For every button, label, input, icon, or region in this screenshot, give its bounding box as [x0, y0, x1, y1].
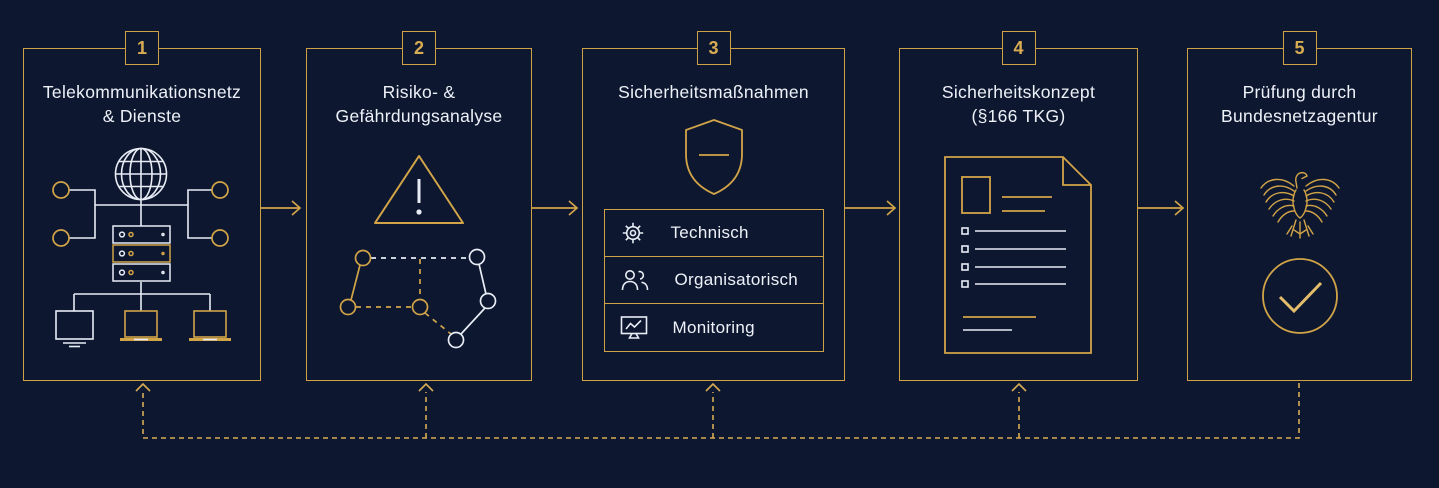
step-number-badge: 5	[1282, 31, 1317, 65]
check-circle-icon	[1261, 258, 1338, 334]
step-number: 1	[136, 37, 147, 58]
step-number: 2	[413, 37, 424, 58]
step-number: 4	[1013, 37, 1024, 58]
step-number: 3	[708, 37, 719, 58]
step-number-badge: 4	[1001, 31, 1036, 65]
step-box-2: 2 Risiko- & Gefährdungsanalyse	[306, 31, 532, 381]
feedback-arrowhead-icon	[135, 382, 1027, 392]
step-title: Prüfung durch Bundesnetzagentur	[1221, 82, 1378, 126]
step-title: Risiko- & Gefährdungsanalyse	[335, 82, 503, 126]
telecom-network-icon	[52, 147, 231, 348]
federal-eagle-icon	[1259, 171, 1340, 239]
list-item-organisatorisch: Organisatorisch	[604, 257, 823, 304]
monitor-chart-icon	[620, 316, 647, 339]
step-box-5: 5 Prüfung durch Bundesnetzagentur	[1187, 31, 1412, 381]
risk-warning-graph-icon	[339, 155, 497, 349]
shield-icon	[684, 119, 743, 195]
step-box-4: 4 Sicherheitskonzept (§166 TKG)	[899, 31, 1138, 381]
step-title: Telekommunikationsnetz & Dienste	[42, 82, 242, 126]
people-icon	[621, 270, 648, 291]
step-box-1: 1 Telekommunikationsnetz & Dienste	[23, 31, 261, 381]
step-number-badge: 2	[402, 31, 436, 65]
document-icon	[943, 156, 1092, 354]
step-box-3: 3 Sicherheitsmaßnahmen Technisch	[582, 31, 845, 381]
forward-arrow-icon	[261, 200, 1185, 216]
step-title: Sicherheitsmaßnahmen	[618, 82, 809, 102]
step-title: Sicherheitskonzept (§166 TKG)	[941, 82, 1096, 126]
step-number: 5	[1294, 37, 1305, 58]
list-item-technisch: Technisch	[604, 210, 823, 257]
list-item-label: Organisatorisch	[674, 270, 799, 289]
gear-icon	[622, 222, 643, 244]
feedback-dashed-path	[142, 383, 1300, 439]
list-item-label: Monitoring	[672, 317, 755, 337]
list-item-label: Technisch	[670, 223, 749, 242]
measures-list: Technisch Organisatorisch Monitoring	[603, 209, 824, 352]
step-number-badge: 3	[696, 31, 731, 65]
step-number-badge: 1	[125, 31, 159, 65]
list-item-monitoring: Monitoring	[605, 304, 823, 351]
